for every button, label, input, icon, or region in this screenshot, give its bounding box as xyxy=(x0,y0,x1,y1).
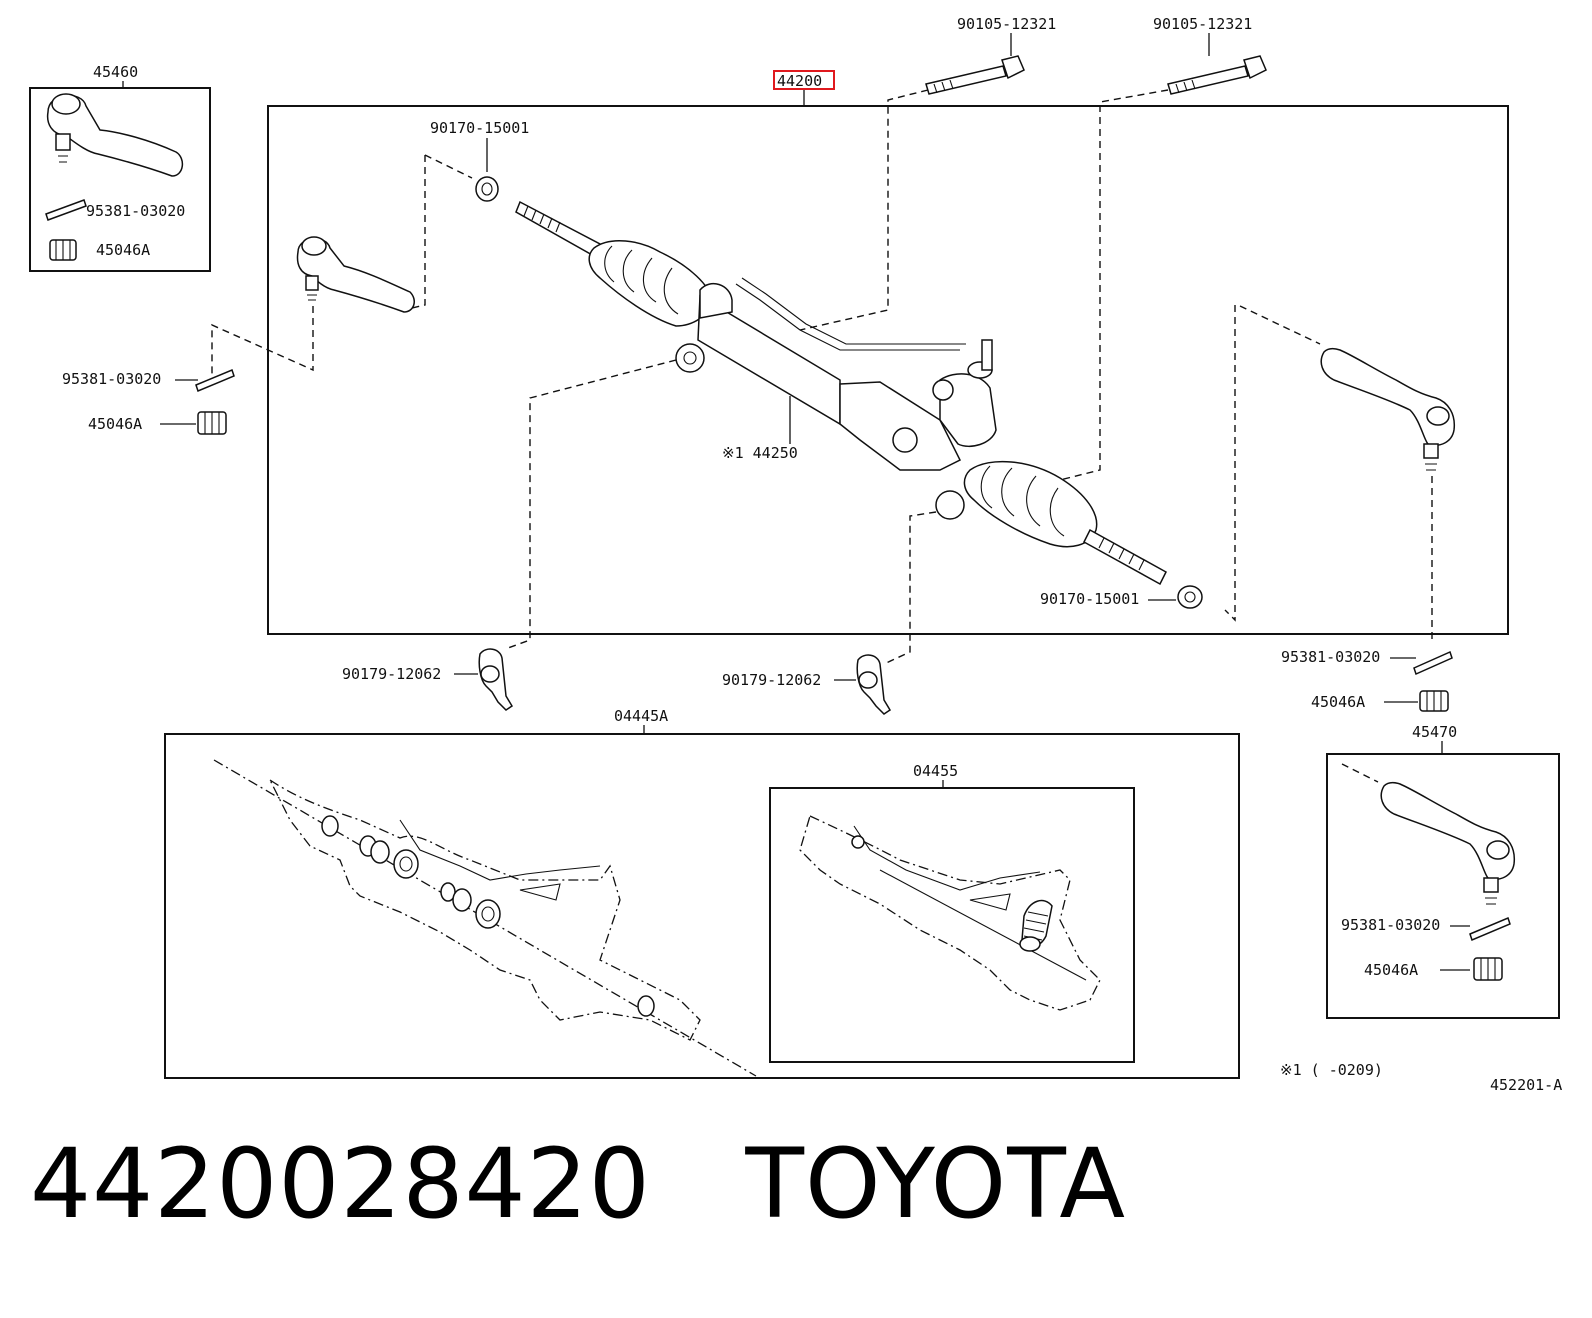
label-rack-housing: ※1 44250 xyxy=(722,444,798,462)
figure-code: 452201-A xyxy=(1490,1076,1562,1094)
cotter-pin-left-boxed xyxy=(45,199,87,221)
seal-kit-frame xyxy=(769,787,1135,1063)
bolt-1 xyxy=(925,55,1025,95)
label-nut-left: 45046A xyxy=(88,415,142,433)
nut-right-boxed xyxy=(1473,957,1503,981)
label-nut-right-boxed: 45046A xyxy=(1364,961,1418,979)
rack-outline-gasket-kit xyxy=(213,759,757,1077)
label-04445a: 04445A xyxy=(614,707,668,725)
nut-right-outer xyxy=(1419,690,1449,712)
part-number: 4420028420 xyxy=(30,1128,651,1240)
label-nut-right-outer: 45046A xyxy=(1311,693,1365,711)
highlight-box xyxy=(773,70,835,90)
label-bolt-2: 90105-12321 xyxy=(1153,15,1252,33)
steering-rack xyxy=(515,200,1167,586)
nut-left xyxy=(197,411,227,435)
nut-top-left xyxy=(475,176,499,202)
nut-right xyxy=(1177,585,1203,609)
tie-rod-end-right xyxy=(1320,347,1456,471)
tie-rod-end-right-boxed xyxy=(1380,781,1516,905)
left-end-frame xyxy=(29,87,211,272)
right-end-frame xyxy=(1326,753,1560,1019)
bracket-2 xyxy=(856,654,892,715)
label-bolt-1: 90105-12321 xyxy=(957,15,1056,33)
label-nut-top-left: 90170-15001 xyxy=(430,119,529,137)
label-pin-left: 95381-03020 xyxy=(62,370,161,388)
label-pin-right-boxed: 95381-03020 xyxy=(1341,916,1440,934)
label-44200: 44200 xyxy=(777,72,822,90)
nut-left-boxed xyxy=(49,239,77,261)
bolt-2 xyxy=(1167,55,1267,95)
rack-outline-seal-kit xyxy=(799,815,1101,1011)
label-nut-left-boxed: 45046A xyxy=(96,241,150,259)
label-45470: 45470 xyxy=(1412,723,1457,741)
cotter-pin-right-boxed xyxy=(1469,916,1511,942)
label-bracket-1: 90179-12062 xyxy=(342,665,441,683)
part-caption: 4420028420 TOYOTA xyxy=(30,1128,1126,1240)
gasket-kit-frame xyxy=(164,733,1240,1079)
tie-rod-end-left-boxed xyxy=(46,93,184,177)
label-bracket-2: 90179-12062 xyxy=(722,671,821,689)
bracket-1 xyxy=(478,648,514,711)
cotter-pin-right xyxy=(1413,650,1453,676)
label-pin-right: 95381-03020 xyxy=(1281,648,1380,666)
cotter-pin-left xyxy=(195,368,235,393)
label-nut-right: 90170-15001 xyxy=(1040,590,1139,608)
brand-name: TOYOTA xyxy=(745,1128,1127,1240)
label-04455: 04455 xyxy=(913,762,958,780)
footnote: ※1 ( -0209) xyxy=(1280,1061,1383,1079)
tie-rod-end-left xyxy=(296,236,415,313)
assembly-frame xyxy=(267,105,1509,635)
label-pin-left-boxed: 95381-03020 xyxy=(86,202,185,220)
label-45460: 45460 xyxy=(93,63,138,81)
